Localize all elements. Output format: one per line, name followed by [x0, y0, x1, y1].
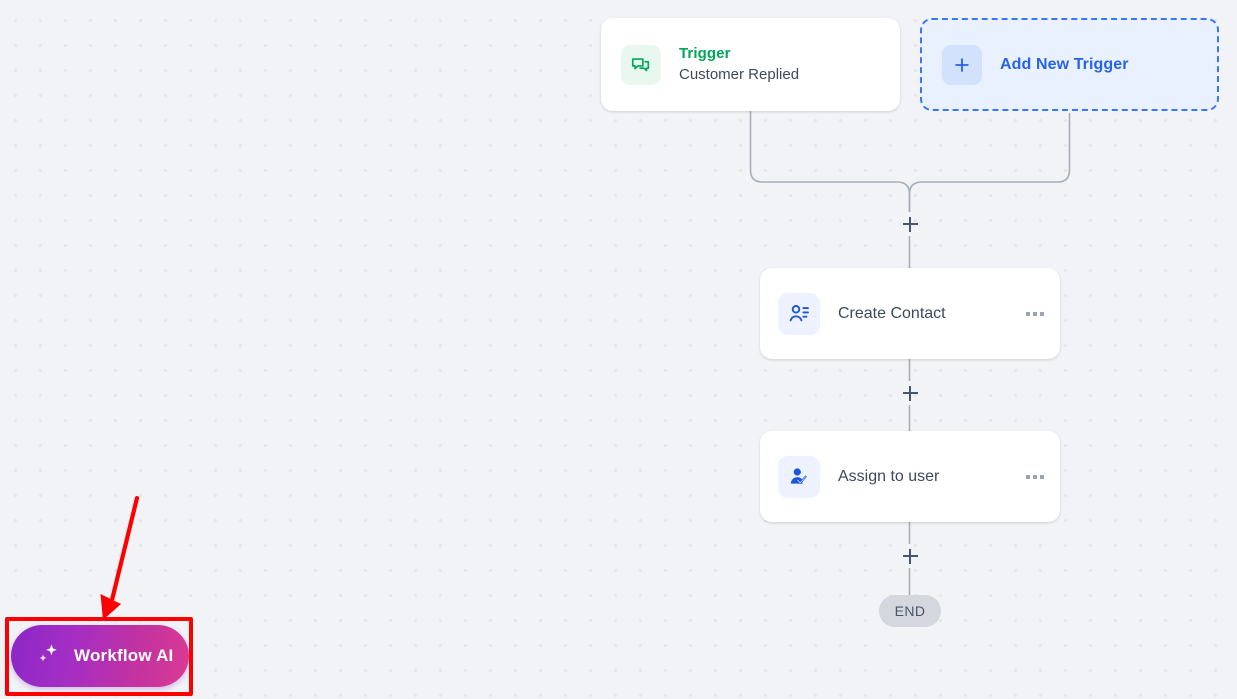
chat-bubbles-icon [621, 44, 661, 85]
contact-card-icon [778, 292, 820, 335]
node-label: Create Contact [838, 304, 946, 322]
add-new-trigger-button[interactable]: Add New Trigger [920, 18, 1219, 111]
dot [1026, 474, 1030, 479]
node-label: Assign to user [838, 467, 940, 485]
dot [1040, 311, 1044, 316]
dot [1033, 311, 1037, 316]
workflow-ai-button[interactable]: Workflow AI [11, 625, 189, 687]
dot [1033, 474, 1037, 479]
workflow-ai-label: Workflow AI [74, 646, 174, 665]
trigger-node[interactable]: Trigger Customer Replied [601, 18, 900, 111]
add-step-button-3[interactable] [899, 545, 921, 567]
more-options-icon[interactable] [1018, 297, 1052, 331]
more-options-icon[interactable] [1018, 460, 1052, 494]
dot [1026, 311, 1030, 316]
annotation-arrow [100, 495, 140, 620]
workflow-node-create-contact[interactable]: Create Contact [760, 268, 1060, 359]
user-check-icon [778, 455, 820, 498]
plus-icon [942, 44, 982, 85]
add-step-button-2[interactable] [899, 382, 921, 404]
trigger-subtitle: Customer Replied [679, 65, 800, 83]
dot [1040, 474, 1044, 479]
workflow-node-assign-to-user[interactable]: Assign to user [760, 431, 1060, 522]
add-new-trigger-label: Add New Trigger [1000, 55, 1129, 73]
sparkles-icon [35, 641, 61, 672]
end-node: END [879, 595, 941, 627]
trigger-title: Trigger [679, 44, 731, 62]
add-step-button-1[interactable] [899, 213, 921, 235]
